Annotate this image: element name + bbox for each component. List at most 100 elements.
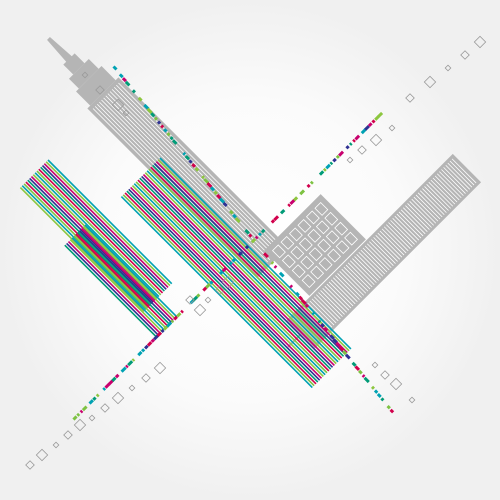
color-stripe	[41, 164, 167, 290]
color-dash	[263, 252, 269, 259]
tower-floor-line	[369, 241, 394, 266]
outline-square	[357, 145, 367, 155]
color-dash	[270, 219, 276, 224]
color-dash	[146, 341, 153, 347]
tower-floor-line	[358, 251, 384, 277]
color-stripe	[133, 183, 326, 376]
color-dash	[354, 134, 361, 141]
color-dash	[370, 385, 375, 390]
color-dash	[273, 264, 278, 269]
color-dash	[254, 235, 259, 240]
color-stripe	[75, 233, 169, 327]
color-dash	[112, 65, 118, 71]
tower-pinstripe	[103, 97, 268, 263]
color-stripe	[25, 181, 151, 307]
color-dash	[114, 373, 120, 379]
color-stripe	[47, 159, 173, 285]
outline-square	[100, 403, 110, 413]
tower-pinstripe	[109, 91, 275, 256]
outline-square	[380, 370, 390, 380]
color-dash	[213, 190, 218, 196]
color-dash	[173, 315, 178, 321]
color-dash	[121, 77, 128, 83]
color-stripe	[131, 185, 324, 378]
tower-floor-line	[441, 169, 466, 194]
right-building	[286, 153, 482, 349]
building-window	[335, 240, 350, 255]
tower-floor-line	[430, 179, 456, 205]
color-dash	[257, 232, 262, 237]
color-stripe	[137, 179, 330, 372]
color-dash	[124, 80, 131, 87]
tower-floor-line	[305, 304, 331, 330]
outline-square	[369, 133, 383, 147]
tower-pinstripe	[107, 93, 273, 258]
tower-floor-line	[394, 215, 420, 241]
tower-floor-line	[443, 167, 468, 192]
outline-square	[408, 396, 416, 404]
tower-floor-line	[379, 230, 405, 256]
tower-floor-line	[332, 277, 358, 303]
color-dash	[348, 142, 353, 146]
color-stripe	[71, 237, 165, 331]
color-stripe	[80, 228, 174, 322]
building-window	[280, 235, 295, 250]
outline-square	[215, 285, 225, 295]
tower-floor-line	[398, 211, 424, 237]
tower-floor-line	[419, 190, 445, 216]
outline-square	[204, 296, 212, 304]
color-stripe	[150, 166, 343, 359]
outline-square	[405, 93, 415, 103]
color-dash	[153, 334, 160, 341]
color-dash	[232, 213, 237, 219]
outline-squares	[25, 35, 487, 470]
color-dash	[196, 293, 201, 298]
tower-floor-line	[349, 260, 375, 286]
color-stripe	[73, 235, 167, 329]
color-stripe	[128, 188, 321, 381]
color-dash	[309, 180, 314, 185]
color-dash	[180, 309, 184, 314]
color-dash	[300, 298, 307, 306]
color-dash	[146, 107, 153, 115]
color-dash	[166, 132, 171, 137]
color-stripe	[30, 175, 156, 301]
color-dash	[81, 405, 88, 412]
building-window	[307, 228, 322, 243]
outline-square	[52, 441, 60, 449]
color-dash	[332, 157, 337, 163]
color-dash	[111, 376, 117, 382]
outline-square	[388, 124, 396, 132]
color-dash	[150, 112, 156, 118]
tower-floor-line	[347, 262, 373, 288]
color-dash	[188, 159, 193, 164]
color-dash	[209, 280, 214, 285]
tower-pinstripe	[105, 95, 271, 261]
tower-floor-line	[436, 173, 462, 199]
color-dash	[323, 326, 329, 332]
building-window	[301, 274, 316, 288]
stripe-block-center	[64, 224, 178, 338]
color-dash	[184, 154, 191, 161]
color-dash	[354, 365, 361, 372]
color-stripe	[45, 161, 171, 287]
outline-square	[35, 448, 49, 462]
outline-square	[473, 35, 487, 49]
color-stripe	[141, 175, 334, 368]
dashed-band-descending	[112, 65, 395, 414]
color-dash	[131, 358, 136, 362]
outline-square	[193, 303, 207, 317]
color-dash	[76, 412, 81, 417]
color-dash	[88, 399, 94, 405]
color-dash	[273, 215, 280, 222]
color-dash	[216, 193, 222, 200]
tower-floor-line	[309, 300, 335, 326]
building-window	[317, 238, 332, 253]
color-stripe	[64, 244, 158, 338]
color-dash	[338, 345, 345, 352]
tower-floor-line	[352, 258, 377, 283]
color-dash	[131, 89, 136, 94]
color-dash	[364, 124, 370, 131]
color-dash	[141, 348, 146, 353]
